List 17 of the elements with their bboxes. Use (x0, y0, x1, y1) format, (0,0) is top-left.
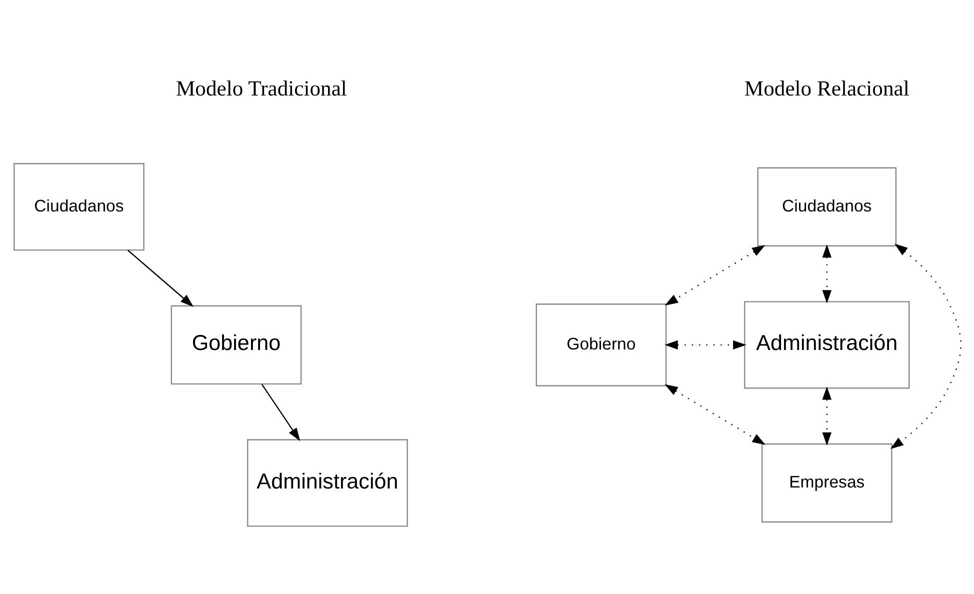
node-box: Administración (744, 300, 910, 388)
arrow (126, 249, 194, 306)
arrow (822, 386, 832, 446)
arrow (664, 244, 765, 306)
arrow (664, 340, 746, 350)
label: Modelo Tradicional (175, 76, 346, 100)
node-box: Gobierno (170, 304, 302, 384)
node-box: Gobierno (535, 303, 666, 386)
node-box: Empresas (760, 442, 892, 522)
node-box: Ciudadanos (13, 162, 144, 250)
node-box: Administración (246, 438, 408, 526)
arrow (260, 383, 300, 441)
arrow (890, 243, 961, 449)
arrow (664, 384, 765, 444)
node-box: Ciudadanos (756, 166, 896, 246)
label: Modelo Relacional (744, 76, 909, 100)
arrow (822, 244, 832, 303)
